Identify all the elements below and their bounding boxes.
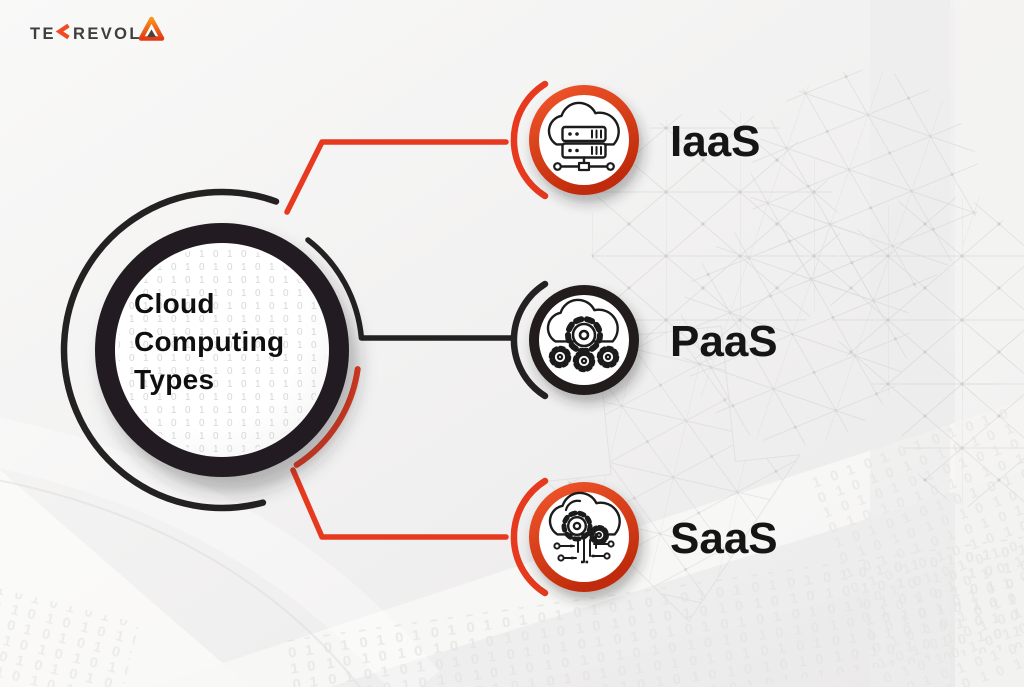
node-saas-label: SaaS xyxy=(670,514,778,563)
node-paas-label: PaaS xyxy=(670,317,778,366)
gear-main xyxy=(561,510,593,542)
node-saas: SaaS xyxy=(510,477,778,597)
node-iaas-outer-arc xyxy=(510,80,549,200)
hub-node: Cloud Computing Types xyxy=(60,188,349,512)
cloud-gear-circuit-icon xyxy=(548,491,621,564)
node-paas-outer-arc xyxy=(510,280,549,400)
polygon-mesh-arrow xyxy=(545,325,802,623)
gear-small-left xyxy=(548,345,572,369)
hub-outer-arc xyxy=(60,188,280,512)
logo-text-suffix: REVOL xyxy=(73,25,142,43)
logo: TE REVOL xyxy=(30,16,165,43)
hub-binary-texture xyxy=(118,246,326,454)
hub-red-arc xyxy=(293,366,361,468)
gear-small-center xyxy=(572,349,596,373)
hub-title-line-3: Types xyxy=(134,364,214,395)
polygon-mesh-cloud xyxy=(590,70,1024,510)
connector-saas xyxy=(290,467,509,540)
node-iaas: IaaS xyxy=(510,80,761,200)
logo-k-chevron-icon xyxy=(55,23,70,40)
hub-title: Cloud Computing Types xyxy=(134,288,284,395)
gear-large xyxy=(565,316,603,354)
logo-text-prefix: TE xyxy=(30,25,56,43)
gear-small-right xyxy=(596,345,620,369)
connector-iaas xyxy=(284,139,509,215)
node-paas: PaaS xyxy=(510,280,778,400)
connector-lines xyxy=(284,139,515,540)
node-iaas-label: IaaS xyxy=(670,117,761,166)
hub-title-line-2: Computing xyxy=(134,326,284,357)
node-saas-outer-arc xyxy=(510,477,549,597)
connector-paas xyxy=(305,237,515,341)
gear-small xyxy=(589,525,609,545)
circuit-traces xyxy=(553,533,615,564)
tekrevol-triangle-icon xyxy=(138,16,165,41)
hub-title-line-1: Cloud xyxy=(134,288,215,319)
cloud-servers-icon xyxy=(547,101,620,172)
cloud-gears-icon xyxy=(546,298,620,373)
